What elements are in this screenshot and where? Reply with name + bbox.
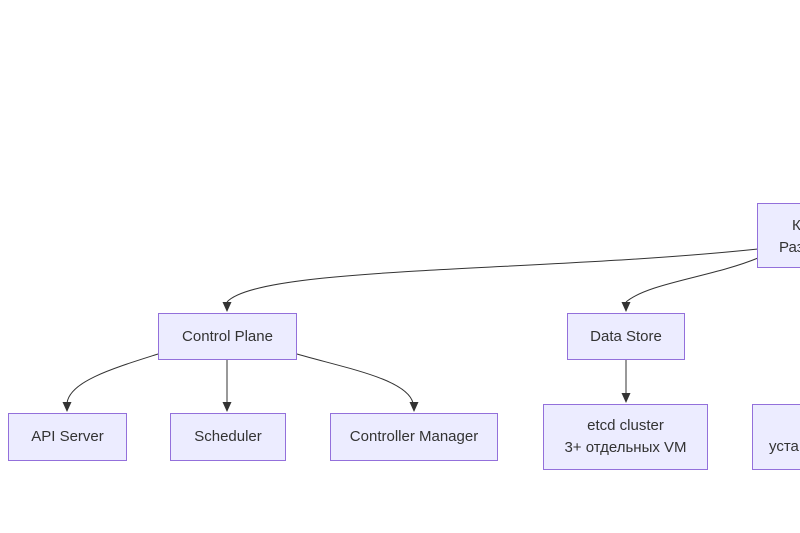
controller-manager-label: Controller Manager <box>349 428 479 445</box>
arrowhead-control-plane <box>222 302 232 312</box>
data-store-label: Data Store <box>590 327 662 345</box>
arrowhead-scheduler <box>222 402 232 412</box>
node-etcd-cluster: etcd cluster 3+ отдельных VM <box>543 404 708 470</box>
node-root-cropped: К Раз <box>757 203 800 268</box>
edge-control-plane-to-controller-manager <box>296 353 414 404</box>
node-controller-manager: Controller Manager <box>330 413 498 461</box>
etcd-label-line1: etcd cluster <box>587 417 664 434</box>
edge-root-to-control-plane <box>226 248 759 303</box>
root-label-line2-fragment: Раз <box>779 239 800 256</box>
scheduler-label: Scheduler <box>194 428 262 445</box>
etcd-label-line2: 3+ отдельных VM <box>564 439 687 456</box>
arrowhead-controller-manager <box>409 402 419 412</box>
arrowhead-api-server <box>62 402 72 412</box>
edge-control-plane-to-api-server <box>66 353 159 404</box>
arrowhead-data-store <box>621 302 631 312</box>
root-label-line1-fragment: К <box>792 217 800 234</box>
node-scheduler: Scheduler <box>170 413 286 461</box>
node-right-cropped: уста <box>752 404 800 470</box>
node-control-plane: Control Plane <box>158 313 297 360</box>
node-api-server: API Server <box>8 413 127 461</box>
arrowhead-etcd <box>621 393 631 403</box>
node-data-store: Data Store <box>567 313 685 360</box>
right-cropped-label-fragment: уста <box>769 438 799 455</box>
control-plane-label: Control Plane <box>182 327 273 345</box>
api-server-label: API Server <box>31 428 104 445</box>
edge-root-to-data-store <box>625 257 759 303</box>
